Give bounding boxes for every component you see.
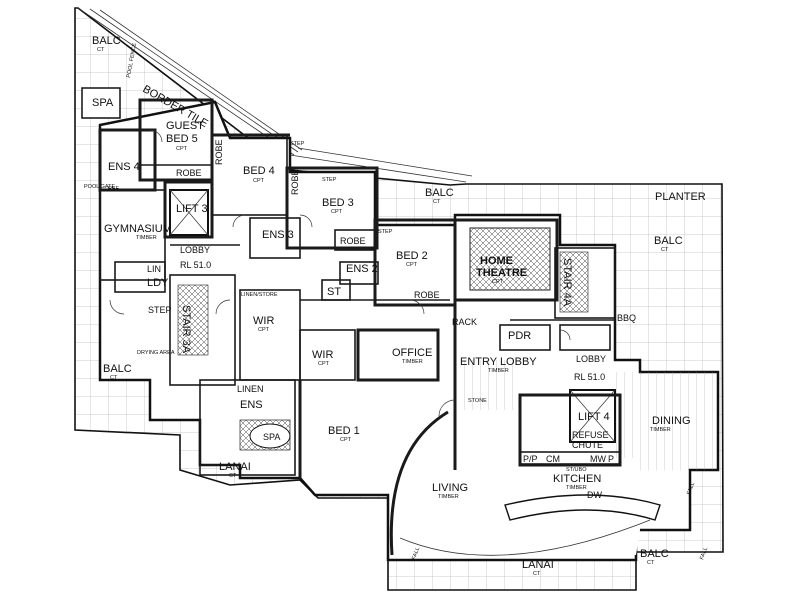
label-balc-bottom-right: BALC [640, 548, 669, 560]
label-ens4: ENS 4 [108, 161, 140, 173]
border-tile-band [77, 7, 473, 183]
finish-office: TIMBER [402, 359, 423, 365]
label-spa-top: SPA [92, 97, 114, 109]
label-rl-left: RL 51.0 [180, 260, 211, 270]
label-linen: LINEN [237, 384, 264, 394]
label-lanai-bottom: LANAI [522, 559, 554, 571]
label-studio: ST/UBO [566, 467, 587, 473]
label-ens2: ENS 2 [346, 263, 378, 275]
finish-balc-mid: CT [433, 199, 441, 205]
finish-bed4: CPT [253, 178, 265, 184]
finish-lanai-left: CT [229, 473, 237, 479]
label-rl-right: RL 51.0 [574, 372, 605, 382]
label-bed5: BED 5 [166, 133, 198, 145]
door-swings [109, 129, 571, 417]
label-st: ST [327, 286, 341, 298]
label-bed1: BED 1 [328, 425, 360, 437]
label-lin: LIN [147, 264, 161, 274]
label-step-2: STEP [322, 177, 337, 183]
label-pdr: PDR [508, 330, 531, 342]
label-balc-left: BALC [103, 363, 132, 375]
finish-living: TIMBER [438, 494, 459, 500]
label-lift3: LIFT 3 [176, 203, 208, 215]
label-ens-main: ENS [240, 399, 263, 411]
label-ens3: ENS 3 [262, 229, 294, 241]
label-fall-3: FALL [699, 547, 709, 561]
label-linen-store: LINEN/STORE [241, 292, 278, 298]
label-theatre: THEATRE [476, 267, 527, 279]
label-gymnasium: GYMNASIUM [104, 223, 172, 235]
label-bed3: BED 3 [322, 197, 354, 209]
finish-wir-2: CPT [318, 361, 330, 367]
label-lanai-left: LANAI [219, 461, 251, 473]
label-robe-bed3: ROBE [340, 236, 366, 246]
finish-wir-1: CPT [258, 327, 270, 333]
label-step-3: STEP [378, 229, 393, 235]
label-planter: PLANTER [655, 191, 706, 203]
label-stair4a: STAIR 4A [561, 258, 573, 307]
label-balc-right: BALC [654, 235, 683, 247]
label-lift4: LIFT 4 [578, 411, 610, 423]
finish-bed5: CPT [176, 146, 188, 152]
label-living: LIVING [432, 482, 468, 494]
label-kitchen: KITCHEN [553, 473, 601, 485]
label-pool-gate: POOL GATE [84, 184, 116, 190]
label-stair3a: STAIR 3A [180, 305, 192, 354]
label-robe-v: ROBE [214, 139, 224, 165]
label-stone: STONE [468, 398, 487, 404]
finish-bed2: CPT [406, 262, 418, 268]
finish-balc-bottom-right: CT [647, 560, 655, 566]
finish-balc-right: CT [661, 247, 669, 253]
label-rack: RACK [452, 317, 477, 327]
label-step-1: STEP [290, 141, 305, 147]
label-entry-lobby: ENTRY LOBBY [460, 356, 537, 368]
label-office: OFFICE [392, 347, 432, 359]
walls [98, 98, 661, 556]
label-lobby-left: LOBBY [180, 245, 210, 255]
label-home: HOME [480, 255, 513, 267]
label-robe-1: ROBE [176, 168, 202, 178]
label-guest-bed: GUEST [166, 120, 204, 132]
label-chute: CHUTE [572, 440, 603, 450]
label-robe-bed4: ROBE [290, 169, 300, 195]
label-step-lobby: STEP [148, 305, 172, 315]
label-p: P [608, 454, 614, 464]
finish-bed1: CPT [340, 437, 352, 443]
label-lobby-right: LOBBY [576, 354, 606, 364]
label-cm: CM [546, 454, 560, 464]
finish-gymnasium: TIMBER [136, 235, 157, 241]
finish-balc-left: CT [110, 375, 118, 381]
label-dw: DW [587, 490, 602, 500]
label-drying-area: DRYING AREA [137, 350, 175, 356]
label-ref: REF [108, 186, 120, 192]
label-bbq: BBQ [617, 313, 636, 323]
label-bed2: BED 2 [396, 250, 428, 262]
finish-entry-lobby: TIMBER [488, 368, 509, 374]
label-mw: MW [590, 454, 606, 464]
label-wir-2: WIR [312, 349, 333, 361]
label-wir-1: WIR [253, 315, 274, 327]
label-refuse: REFUSE [572, 430, 609, 440]
label-balc-top-left: BALC [92, 35, 121, 47]
label-balc-mid: BALC [425, 187, 454, 199]
label-ldy: LDY [147, 277, 169, 289]
finish-lanai-bottom: CT [533, 571, 541, 577]
label-fall-2: FALL [411, 547, 421, 561]
room-labels: BALC CT SPA BORDER TILE POOL FENCE GUEST… [84, 35, 709, 577]
label-dining: DINING [652, 415, 691, 427]
finish-kitchen: TIMBER [566, 485, 587, 491]
finish-balc-top-left: CT [97, 47, 105, 53]
label-fall-1: FALL [686, 482, 696, 496]
label-bed4: BED 4 [243, 165, 275, 177]
label-pp: P/P [523, 454, 538, 464]
finish-bed3: CPT [331, 209, 343, 215]
finish-home-theatre: CPT [492, 279, 504, 285]
spa-fixtures [81, 87, 291, 449]
label-robe-bed2: ROBE [414, 290, 440, 300]
label-spa-main: SPA [263, 432, 280, 442]
finish-dining: TIMBER [650, 427, 671, 433]
